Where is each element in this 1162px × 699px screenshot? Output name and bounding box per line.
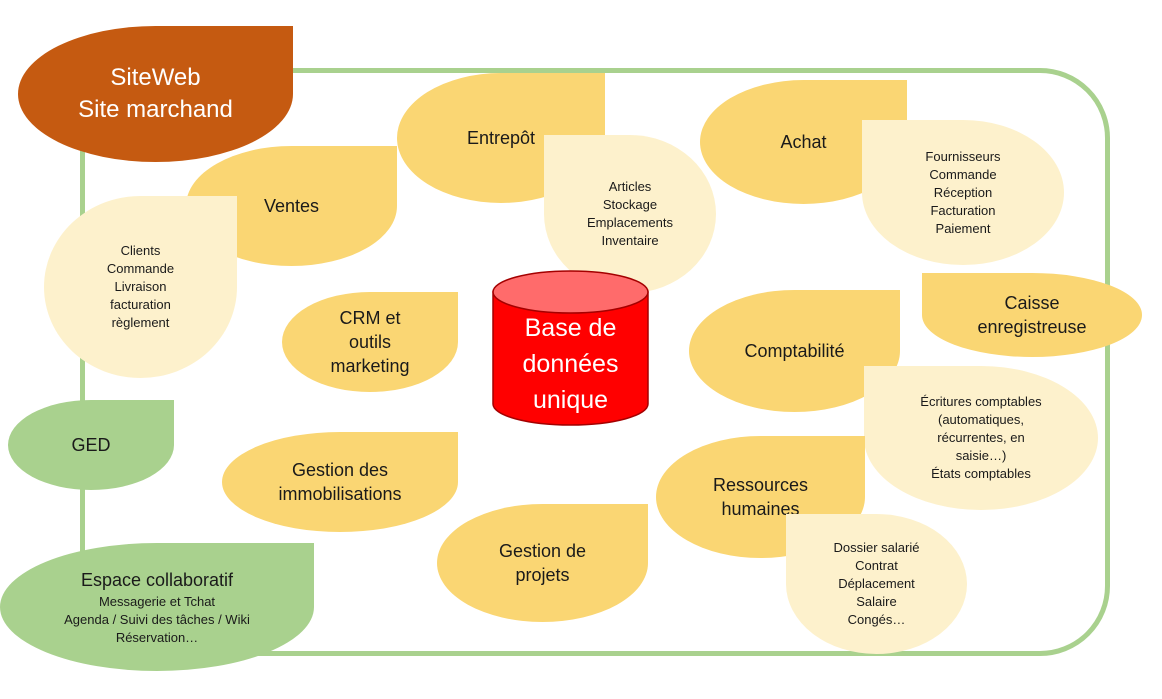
collab-bubble: Espace collaboratif Messagerie et Tchat …	[0, 543, 314, 671]
database-cylinder	[492, 270, 649, 426]
achat-details: Fournisseurs Commande Réception Facturat…	[862, 120, 1064, 265]
entrepot-label: Entrepôt	[466, 128, 536, 148]
comptabilite-details: Écritures comptables (automatiques, récu…	[864, 366, 1098, 510]
comptabilite-item: (automatiques,	[938, 412, 1024, 427]
collab-item: Réservation…	[115, 630, 199, 645]
siteweb-label: SiteWeb	[110, 64, 201, 91]
ventes-item: règlement	[111, 315, 170, 330]
collab-item: Messagerie et Tchat	[98, 594, 216, 609]
ged-bubble: GED	[8, 400, 174, 490]
entrepot-item: Emplacements	[587, 215, 673, 230]
siteweb-sublabel: Site marchand	[78, 96, 233, 123]
achat-item: Commande	[929, 166, 997, 182]
rh-item: Salaire	[856, 594, 897, 609]
rh-details: Dossier salarié Contrat Déplacement Sala…	[786, 514, 967, 654]
comptabilite-label: Comptabilité	[744, 341, 845, 361]
collab-item: Agenda / Suivi des tâches / Wiki	[64, 612, 250, 627]
ventes-details: Clients Commande Livraison facturation r…	[44, 196, 237, 378]
rh-item: Congés…	[847, 612, 906, 627]
system-boundary	[80, 68, 1110, 656]
achat-item: Facturation	[930, 202, 996, 218]
comptabilite-item: récurrentes, en	[937, 430, 1025, 445]
rh-item: Dossier salarié	[833, 540, 920, 555]
crm-label-3: marketing	[330, 356, 410, 376]
comptabilite-item: États comptables	[931, 466, 1031, 481]
crm-bubble: CRM et outils marketing	[282, 292, 458, 392]
ventes-item: Livraison	[114, 279, 167, 294]
ged-label: GED	[71, 435, 111, 455]
achat-item: Réception	[933, 184, 993, 200]
entrepot-item: Inventaire	[601, 233, 659, 248]
crm-label-1: CRM et	[339, 308, 401, 328]
rh-item: Déplacement	[838, 576, 915, 591]
projets-label-1: Gestion de	[498, 541, 587, 561]
siteweb-bubble: SiteWeb Site marchand	[18, 26, 293, 162]
projets-bubble: Gestion de projets	[437, 504, 648, 622]
ventes-item: Commande	[106, 261, 175, 276]
rh-label-2: humaines	[721, 499, 800, 519]
database-label-2: données	[522, 350, 619, 378]
entrepot-details: Articles Stockage Emplacements Inventair…	[544, 135, 716, 293]
ventes-item: facturation	[110, 297, 171, 312]
collab-label: Espace collaboratif	[80, 570, 234, 590]
immobilisations-label-1: Gestion des	[291, 460, 389, 480]
caisse-label: Caisse	[1004, 293, 1060, 313]
database-label-1: Base de	[524, 314, 617, 342]
caisse-sublabel: enregistreuse	[977, 317, 1087, 337]
comptabilite-item: saisie…)	[955, 448, 1007, 463]
immobilisations-label-2: immobilisations	[278, 484, 402, 504]
database-label-3: unique	[532, 386, 609, 414]
rh-label-1: Ressources	[712, 475, 809, 495]
entrepot-item: Stockage	[602, 197, 658, 212]
ventes-item: Clients	[120, 243, 161, 258]
achat-item: Paiement	[935, 220, 991, 236]
achat-label: Achat	[780, 132, 827, 152]
rh-item: Contrat	[855, 558, 898, 573]
entrepot-item: Articles	[608, 179, 652, 194]
achat-item: Fournisseurs	[925, 148, 1001, 164]
immobilisations-bubble: Gestion des immobilisations	[222, 432, 458, 532]
projets-label-2: projets	[515, 565, 570, 585]
ventes-label: Ventes	[263, 196, 320, 216]
crm-label-2: outils	[348, 332, 392, 352]
caisse-bubble: Caisse enregistreuse	[922, 273, 1142, 357]
comptabilite-item: Écritures comptables	[920, 394, 1042, 409]
database-label: Base de données unique	[492, 306, 649, 422]
